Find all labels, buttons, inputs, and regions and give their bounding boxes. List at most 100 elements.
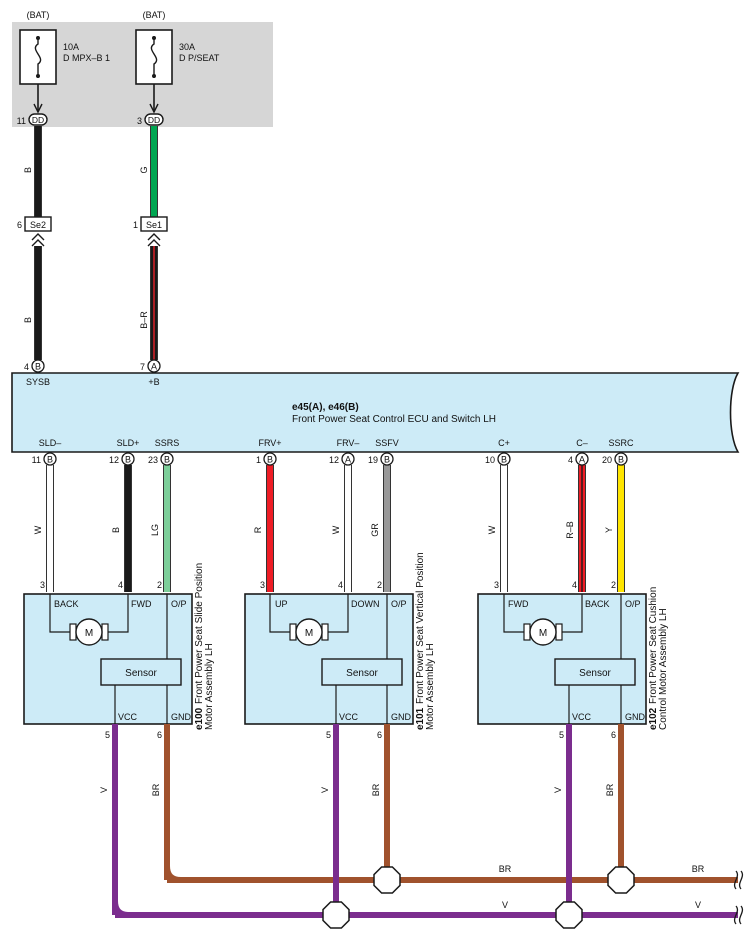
fuse-terminal — [152, 74, 156, 78]
connector-dd — [144, 113, 164, 126]
wire-color-label: V — [320, 787, 330, 793]
motor-icon — [75, 618, 103, 646]
vcc-label: VCC — [339, 712, 359, 722]
junction-box — [24, 216, 52, 232]
fuse-source-label: (BAT) — [27, 10, 50, 20]
wire-color-label: B — [23, 317, 33, 323]
pin-number: 4 — [24, 362, 29, 372]
splice-point — [555, 901, 583, 929]
motor-terminal-label: FWD — [508, 599, 529, 609]
pin-number: 4 — [572, 580, 577, 590]
wire-color-label: B — [111, 527, 121, 533]
motor-symbol: M — [305, 628, 313, 639]
motor-symbol: M — [539, 628, 547, 639]
fuse-rating: 10A — [63, 42, 79, 52]
motor-circuit-line — [49, 594, 70, 633]
pin-number: 3 — [40, 580, 45, 590]
pin-number: 12 — [329, 455, 339, 465]
connector-label: DD — [148, 115, 160, 125]
gnd-corner — [164, 865, 182, 883]
ecu-bottom-pin-letter: B — [164, 455, 170, 465]
ecu-bottom-pin-letter: A — [579, 455, 585, 465]
wire-color-label: V — [99, 787, 109, 793]
pin-number: 5 — [105, 730, 110, 740]
ecu-top-pin-letter: A — [151, 362, 157, 372]
wire-color-label: R — [253, 526, 263, 533]
motor-name: Front Power Seat Vertical Position — [415, 552, 426, 704]
ecu-top-pin-circle — [31, 359, 45, 373]
wire-color-label: BR — [605, 783, 615, 796]
motor-symbol: M — [85, 628, 93, 639]
fuse-terminal — [152, 36, 156, 40]
splice-point — [373, 866, 401, 894]
sensor-label: Sensor — [579, 668, 611, 679]
fuse-terminal — [36, 74, 40, 78]
motor-circuit-line — [503, 594, 524, 633]
motor-circuit-line — [328, 594, 349, 633]
motor-terminal-label: BACK — [585, 599, 610, 609]
vcc-label: VCC — [572, 712, 592, 722]
ecu-signal-label: SLD+ — [117, 438, 140, 448]
ecu-bottom-pin-letter: A — [345, 455, 351, 465]
motor-terminal-label: O/P — [625, 599, 641, 609]
wire-color-label: Y — [604, 527, 614, 533]
pin-number: 5 — [559, 730, 564, 740]
ecu-bottom-pin-circle — [497, 452, 511, 466]
fuse-name: D P/SEAT — [179, 53, 220, 63]
wire-color-label: BR — [371, 783, 381, 796]
motor-name2: Motor Assembly LH — [425, 643, 436, 730]
wire-color-label: W — [33, 525, 43, 534]
ecu-bottom-pin-letter: B — [267, 455, 273, 465]
pin-number: 4 — [568, 455, 573, 465]
wire-color-label: B–R — [139, 311, 149, 329]
ecu-bottom-pin-letter: B — [618, 455, 624, 465]
splice-point — [322, 901, 350, 929]
motor-terminal-label: O/P — [391, 599, 407, 609]
motor-name2: Control Motor Assembly LH — [658, 608, 669, 730]
ecu-bottom-pin-letter: B — [125, 455, 131, 465]
ecu-signal-label: SYSB — [26, 377, 50, 387]
fuse-source-label: (BAT) — [143, 10, 166, 20]
ecu-signal-label: SSFV — [375, 438, 399, 448]
ecu-bottom-pin-letter: B — [501, 455, 507, 465]
junction-label: Se2 — [30, 220, 46, 230]
pin-number: 10 — [485, 455, 495, 465]
junction-label: Se1 — [146, 220, 162, 230]
pin-number: 5 — [326, 730, 331, 740]
motor-circuit-line — [108, 594, 129, 633]
ecu-signal-label: C+ — [498, 438, 510, 448]
pin-number: 6 — [377, 730, 382, 740]
gnd-label: GND — [625, 712, 646, 722]
splice-point — [607, 866, 635, 894]
pin-number: 20 — [602, 455, 612, 465]
bus-label: V — [502, 900, 508, 910]
motor-icon — [529, 618, 557, 646]
wire-color-label: BR — [151, 783, 161, 796]
sensor-label: Sensor — [125, 668, 157, 679]
bus-label: BR — [692, 864, 705, 874]
ecu-signal-label: FRV+ — [258, 438, 281, 448]
pin-number: 2 — [157, 580, 162, 590]
ecu-bottom-pin-letter: B — [47, 455, 53, 465]
motor-icon — [295, 618, 323, 646]
pin-number: 19 — [368, 455, 378, 465]
chevron-icon — [147, 233, 161, 247]
ecu-signal-label: FRV– — [337, 438, 360, 448]
fuse-name: D MPX–B 1 — [63, 53, 110, 63]
ecu-title: e45(A), e46(B) — [292, 402, 359, 413]
ecu-signal-label: SSRC — [608, 438, 634, 448]
ecu-signal-label: C– — [576, 438, 588, 448]
motor-brush — [289, 623, 297, 641]
gnd-label: GND — [171, 712, 192, 722]
ecu-bottom-pin-circle — [160, 452, 174, 466]
wire-color-label: B — [23, 167, 33, 173]
motor-circuit-line — [269, 594, 290, 633]
pin-number: 3 — [260, 580, 265, 590]
motor-id: e101 — [415, 707, 426, 730]
pin-number: 4 — [338, 580, 343, 590]
wire-color-label: V — [553, 787, 563, 793]
ecu-signal-label: SSRS — [155, 438, 180, 448]
bus-label: V — [695, 900, 701, 910]
wire-color-label: R–B — [565, 521, 575, 539]
pin-number: 7 — [140, 362, 145, 372]
